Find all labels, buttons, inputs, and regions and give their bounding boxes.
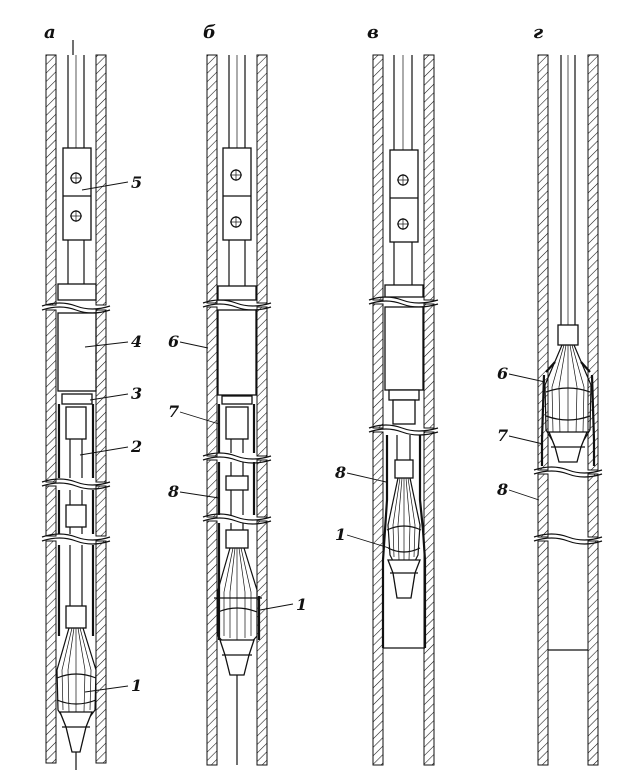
callouts: 5 4 3 2 1 6 7 8 1 8 1 6 7 8: [79, 173, 546, 695]
panel-b-clamp: [222, 147, 252, 241]
callout-a-3: 3: [131, 384, 142, 403]
element-4-body: [57, 312, 97, 392]
panel-a-casing: [41, 54, 111, 764]
callout-v-8: 8: [334, 463, 346, 482]
element-1-cage: [56, 627, 97, 753]
panel-v-clamp: [389, 149, 419, 243]
element-2-sleeve: [57, 404, 95, 636]
panel-b-sleeve-7: [217, 395, 261, 640]
callout-g-7: 7: [497, 426, 508, 445]
callout-a-1: 1: [131, 676, 142, 695]
callout-a-4: 4: [131, 332, 142, 351]
callout-a-2: 2: [130, 437, 142, 456]
panel-b-cage: [214, 547, 262, 676]
callout-b-7: 7: [168, 402, 179, 421]
panel-a-letter: а: [44, 22, 56, 43]
callout-a-5: 5: [131, 173, 142, 192]
panel-v: в: [367, 22, 439, 766]
panel-b-letter: б: [203, 22, 216, 43]
panel-b: б: [202, 22, 272, 766]
panel-g: г: [533, 22, 603, 766]
callout-g-8: 8: [496, 480, 508, 499]
panel-g-cage: [540, 344, 596, 466]
panel-b-body: [217, 309, 257, 396]
panel-g-casing: [533, 54, 603, 766]
panel-v-body: [384, 306, 424, 391]
panel-g-letter: г: [533, 22, 543, 43]
panel-a: а: [41, 22, 111, 770]
panel-v-sleeve-8: [381, 435, 427, 649]
callout-g-6: 6: [497, 364, 508, 383]
callout-b-6: 6: [168, 332, 179, 351]
panel-v-cage: [386, 477, 422, 599]
panel-v-letter: в: [367, 22, 379, 43]
callout-b-1: 1: [296, 595, 307, 614]
callout-v-1: 1: [335, 525, 346, 544]
callout-b-8: 8: [167, 482, 179, 501]
element-5-clamp: [62, 147, 92, 241]
panel-b-casing: [202, 54, 272, 766]
element-3-coupling: [61, 393, 93, 405]
